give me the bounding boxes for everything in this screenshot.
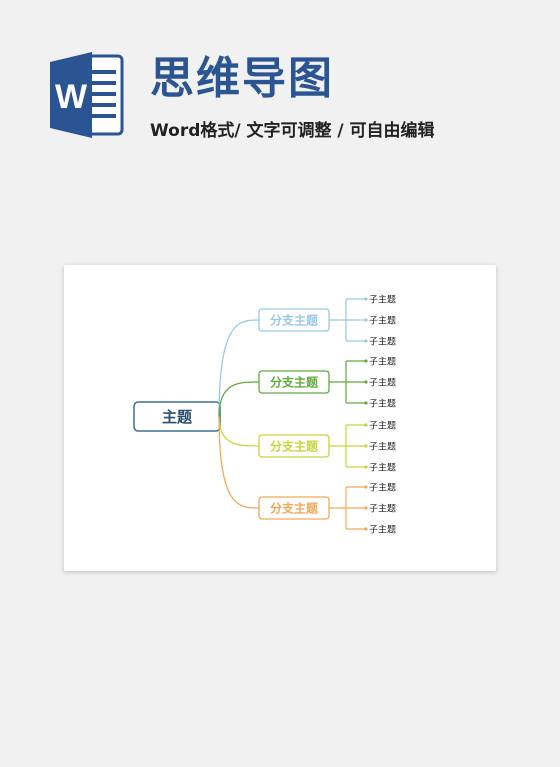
child-dot (364, 423, 368, 427)
child-dot (364, 401, 368, 405)
child-dot (364, 318, 368, 322)
mindmap-card: 主题分支主题子主题子主题子主题分支主题子主题子主题子主题分支主题子主题子主题子主… (64, 265, 496, 571)
child-node-label: 子主题 (369, 462, 396, 474)
child-node-label: 子主题 (369, 441, 396, 453)
child-dot (364, 485, 368, 489)
child-node-label: 子主题 (369, 377, 396, 389)
branch-node-label: 分支主题 (270, 313, 319, 328)
branch-connector (218, 381, 260, 417)
branch-connector (218, 416, 260, 447)
child-node-label: 子主题 (369, 398, 396, 410)
root-node-box (133, 401, 221, 432)
page-title: 思维导图 (150, 53, 334, 104)
word-logo-letter: W (55, 78, 88, 116)
child-node-label: 子主题 (369, 336, 396, 348)
child-dot (364, 339, 368, 343)
child-dot (364, 527, 368, 531)
mindmap-canvas: 主题分支主题子主题子主题子主题分支主题子主题子主题子主题分支主题子主题子主题子主… (133, 294, 396, 536)
child-dot (364, 465, 368, 469)
child-node-label: 子主题 (369, 524, 396, 536)
child-node-label: 子主题 (369, 482, 396, 494)
root-node: 主题 (133, 401, 221, 432)
child-node-label: 子主题 (369, 503, 396, 515)
branch-connector (218, 319, 260, 417)
child-dot (364, 506, 368, 510)
child-dot (364, 380, 368, 384)
branch-node-label: 分支主题 (270, 501, 319, 516)
word-logo-icon: W (50, 52, 124, 138)
child-dot (364, 444, 368, 448)
page-subtitle: Word格式/ 文字可调整 / 可自由编辑 (150, 121, 435, 141)
root-node-label: 主题 (162, 408, 193, 426)
child-dot (364, 359, 368, 363)
child-node-label: 子主题 (369, 356, 396, 368)
child-node-label: 子主题 (369, 420, 396, 432)
branch-node-label: 分支主题 (270, 375, 319, 390)
branch-connector (218, 416, 260, 509)
child-dot (364, 297, 368, 301)
child-node-label: 子主题 (369, 315, 396, 327)
branch-node-label: 分支主题 (270, 439, 319, 454)
child-node-label: 子主题 (369, 294, 396, 306)
